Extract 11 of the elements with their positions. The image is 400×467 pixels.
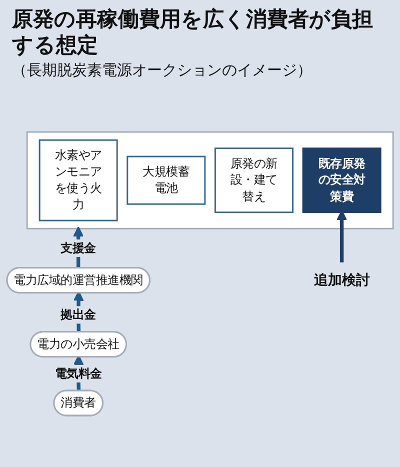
edge-label: 電気料金 [54,366,102,380]
node-text: 追加検討 [314,271,370,288]
node-box: 原発の新設・建て替え [214,147,294,213]
edge-label: 拠出金 [60,307,96,322]
node-box: 大規模蓄電池 [126,155,206,204]
node-box: 既存原発の安全対策費 [302,147,382,213]
subtitle: （長期脱炭素電源オークションのイメージ） [12,60,313,80]
node-box: 水素やアンモニアを使う火力 [38,138,118,221]
edge-label: 支援金 [60,240,96,254]
diagram-title: 原発の再稼働費用を広く消費者が負担する想定 [12,6,374,58]
cluster [26,130,394,229]
